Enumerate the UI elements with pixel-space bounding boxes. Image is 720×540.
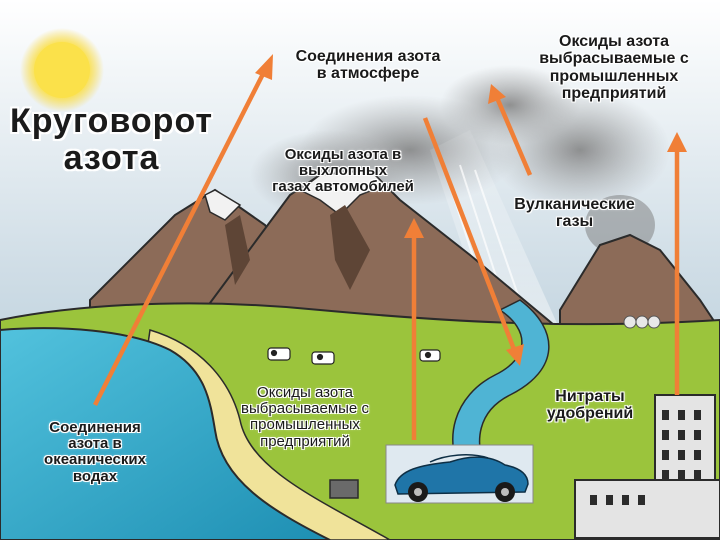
arrow-volcanic-up bbox=[495, 99, 533, 176]
arrow-atmosphere-to-river bbox=[422, 117, 518, 353]
arrow-ocean-to-atmosphere bbox=[92, 68, 268, 407]
label-line: газы bbox=[555, 213, 594, 231]
label-line: Соединения bbox=[49, 419, 141, 436]
label-ocean: Соединения азота в океанических водах bbox=[20, 419, 170, 485]
label-fertilizer: Нитраты удобрений bbox=[520, 388, 660, 423]
label-exhaust: Оксиды азота в выхлопных газах автомобил… bbox=[243, 146, 443, 196]
smoke-icon bbox=[250, 65, 670, 255]
arrow-head bbox=[488, 84, 506, 104]
cow-icon bbox=[267, 347, 441, 365]
mountains bbox=[89, 168, 720, 332]
title-line-1: Круговорот bbox=[9, 102, 214, 140]
label-line: предприятий bbox=[260, 432, 350, 450]
factory-icon bbox=[574, 394, 720, 539]
sun-icon bbox=[20, 28, 104, 112]
label-line: Оксиды азота bbox=[257, 384, 353, 401]
label-industry-top: Оксиды азота выбрасываемые с промышленны… bbox=[506, 33, 720, 102]
label-line: выбрасываемые с bbox=[539, 50, 689, 68]
sea bbox=[0, 327, 331, 540]
arrows bbox=[92, 54, 687, 440]
label-line: в атмосфере bbox=[316, 65, 420, 83]
arrow-head bbox=[667, 132, 687, 152]
label-line: выбрасываемые с bbox=[241, 400, 369, 418]
label-line: Оксиды азота bbox=[559, 33, 669, 50]
diagram-title: Круговорот азота bbox=[4, 103, 219, 176]
label-line: Соединения азота bbox=[295, 48, 441, 65]
label-line: промышленных bbox=[549, 67, 679, 85]
car-icon bbox=[385, 444, 534, 504]
arrow-head bbox=[506, 344, 524, 366]
label-line: Нитраты bbox=[555, 388, 625, 405]
label-line: Оксиды азота в bbox=[284, 146, 402, 163]
label-line: промышленных bbox=[250, 416, 360, 434]
title-line-2: азота bbox=[63, 138, 160, 177]
arrow-head bbox=[255, 54, 273, 80]
label-atmosphere: Соединения азота в атмосфере bbox=[268, 48, 468, 83]
label-line: Вулканические bbox=[514, 196, 635, 213]
label-industry-bottom: Оксиды азота выбрасываемые с промышленны… bbox=[205, 384, 405, 450]
label-line: газах автомобилей bbox=[272, 178, 414, 196]
bushes bbox=[623, 315, 661, 329]
label-line: удобрений bbox=[546, 405, 634, 423]
label-line: предприятий bbox=[561, 84, 667, 102]
label-line: водах bbox=[72, 467, 118, 485]
label-line: азота в bbox=[68, 435, 122, 453]
shed-icon bbox=[329, 479, 359, 499]
arrow-head bbox=[404, 218, 424, 238]
label-line: выхлопных bbox=[298, 162, 388, 180]
label-line: океанических bbox=[44, 451, 146, 469]
label-volcanic: Вулканические газы bbox=[492, 196, 657, 231]
